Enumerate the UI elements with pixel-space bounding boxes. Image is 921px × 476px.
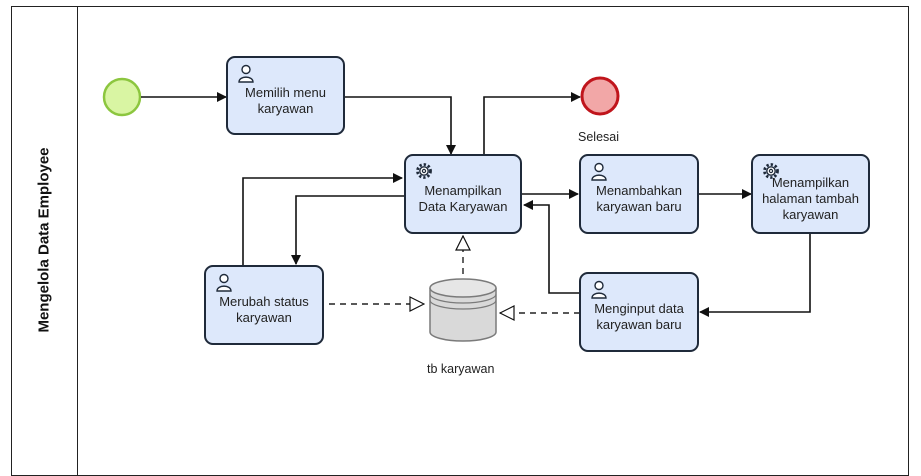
start-event bbox=[102, 77, 142, 117]
flow-input-to-tampil bbox=[523, 200, 580, 294]
end-event bbox=[580, 76, 620, 116]
task-label: Menampilkan Data Karyawan bbox=[418, 183, 508, 214]
flow-tampil-to-end bbox=[483, 92, 581, 154]
task-memilih-menu[interactable]: Memilih menu karyawan bbox=[226, 56, 345, 135]
user-icon bbox=[216, 273, 232, 292]
task-label: Menambahkan karyawan baru bbox=[596, 183, 682, 214]
lane-header bbox=[11, 6, 78, 476]
user-icon bbox=[591, 280, 607, 299]
end-event-label: Selesai bbox=[578, 130, 619, 144]
datastore-icon bbox=[429, 278, 497, 342]
task-menampilkan-halaman[interactable]: Menampilkan halaman tambah karyawan bbox=[751, 154, 870, 234]
task-label: Memilih menu karyawan bbox=[245, 84, 326, 116]
task-label: Menginput data karyawan baru bbox=[594, 301, 684, 332]
flow-pilih-to-tampil bbox=[345, 96, 456, 155]
bpmn-diagram: Mengelola Data Employee bbox=[11, 6, 909, 476]
task-label: Merubah status karyawan bbox=[219, 294, 309, 325]
task-menambahkan-karyawan[interactable]: Menambahkan karyawan baru bbox=[579, 154, 699, 234]
user-icon bbox=[238, 64, 254, 83]
datastore-label: tb karyawan bbox=[427, 362, 495, 376]
connectors-layer bbox=[102, 76, 811, 342]
flow-ubah-to-tampil bbox=[242, 173, 403, 266]
gear-icon bbox=[416, 163, 432, 179]
task-menginput-data[interactable]: Menginput data karyawan baru bbox=[579, 272, 699, 352]
task-label: Menampilkan halaman tambah karyawan bbox=[762, 175, 859, 222]
flow-halaman-to-input bbox=[699, 233, 811, 317]
flow-tampil-to-ubah bbox=[291, 195, 404, 265]
task-merubah-status[interactable]: Merubah status karyawan bbox=[204, 265, 324, 345]
task-menampilkan-data[interactable]: Menampilkan Data Karyawan bbox=[404, 154, 522, 234]
gear-icon bbox=[763, 163, 779, 179]
user-icon bbox=[591, 162, 607, 181]
